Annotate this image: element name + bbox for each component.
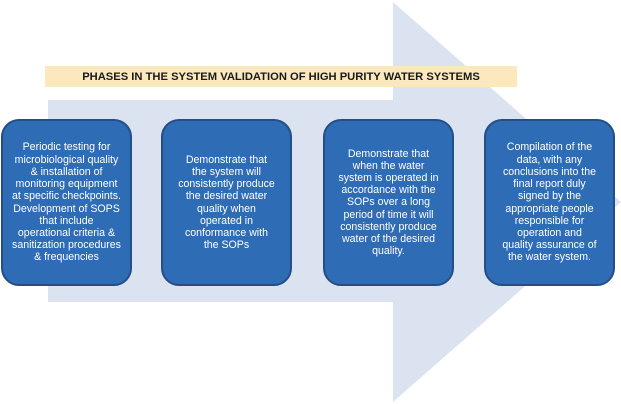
phase-4-text: Compilation of the data, with any conclu… [502, 141, 597, 264]
phase-box-4: Compilation of the data, with any conclu… [484, 119, 615, 286]
phase-2-text: Demonstrate that the system will consist… [178, 153, 275, 252]
phase-3-text: Demonstrate that when the water system i… [338, 147, 439, 258]
diagram-title: PHASES IN THE SYSTEM VALIDATION OF HIGH … [82, 70, 480, 83]
phase-box-1: Periodic testing for microbiological qua… [1, 119, 132, 286]
diagram-title-bar: PHASES IN THE SYSTEM VALIDATION OF HIGH … [45, 66, 517, 87]
phase-box-3: Demonstrate that when the water system i… [323, 119, 454, 286]
phase-box-2: Demonstrate that the system will consist… [161, 119, 292, 286]
phase-1-text: Periodic testing for microbiological qua… [12, 141, 121, 264]
